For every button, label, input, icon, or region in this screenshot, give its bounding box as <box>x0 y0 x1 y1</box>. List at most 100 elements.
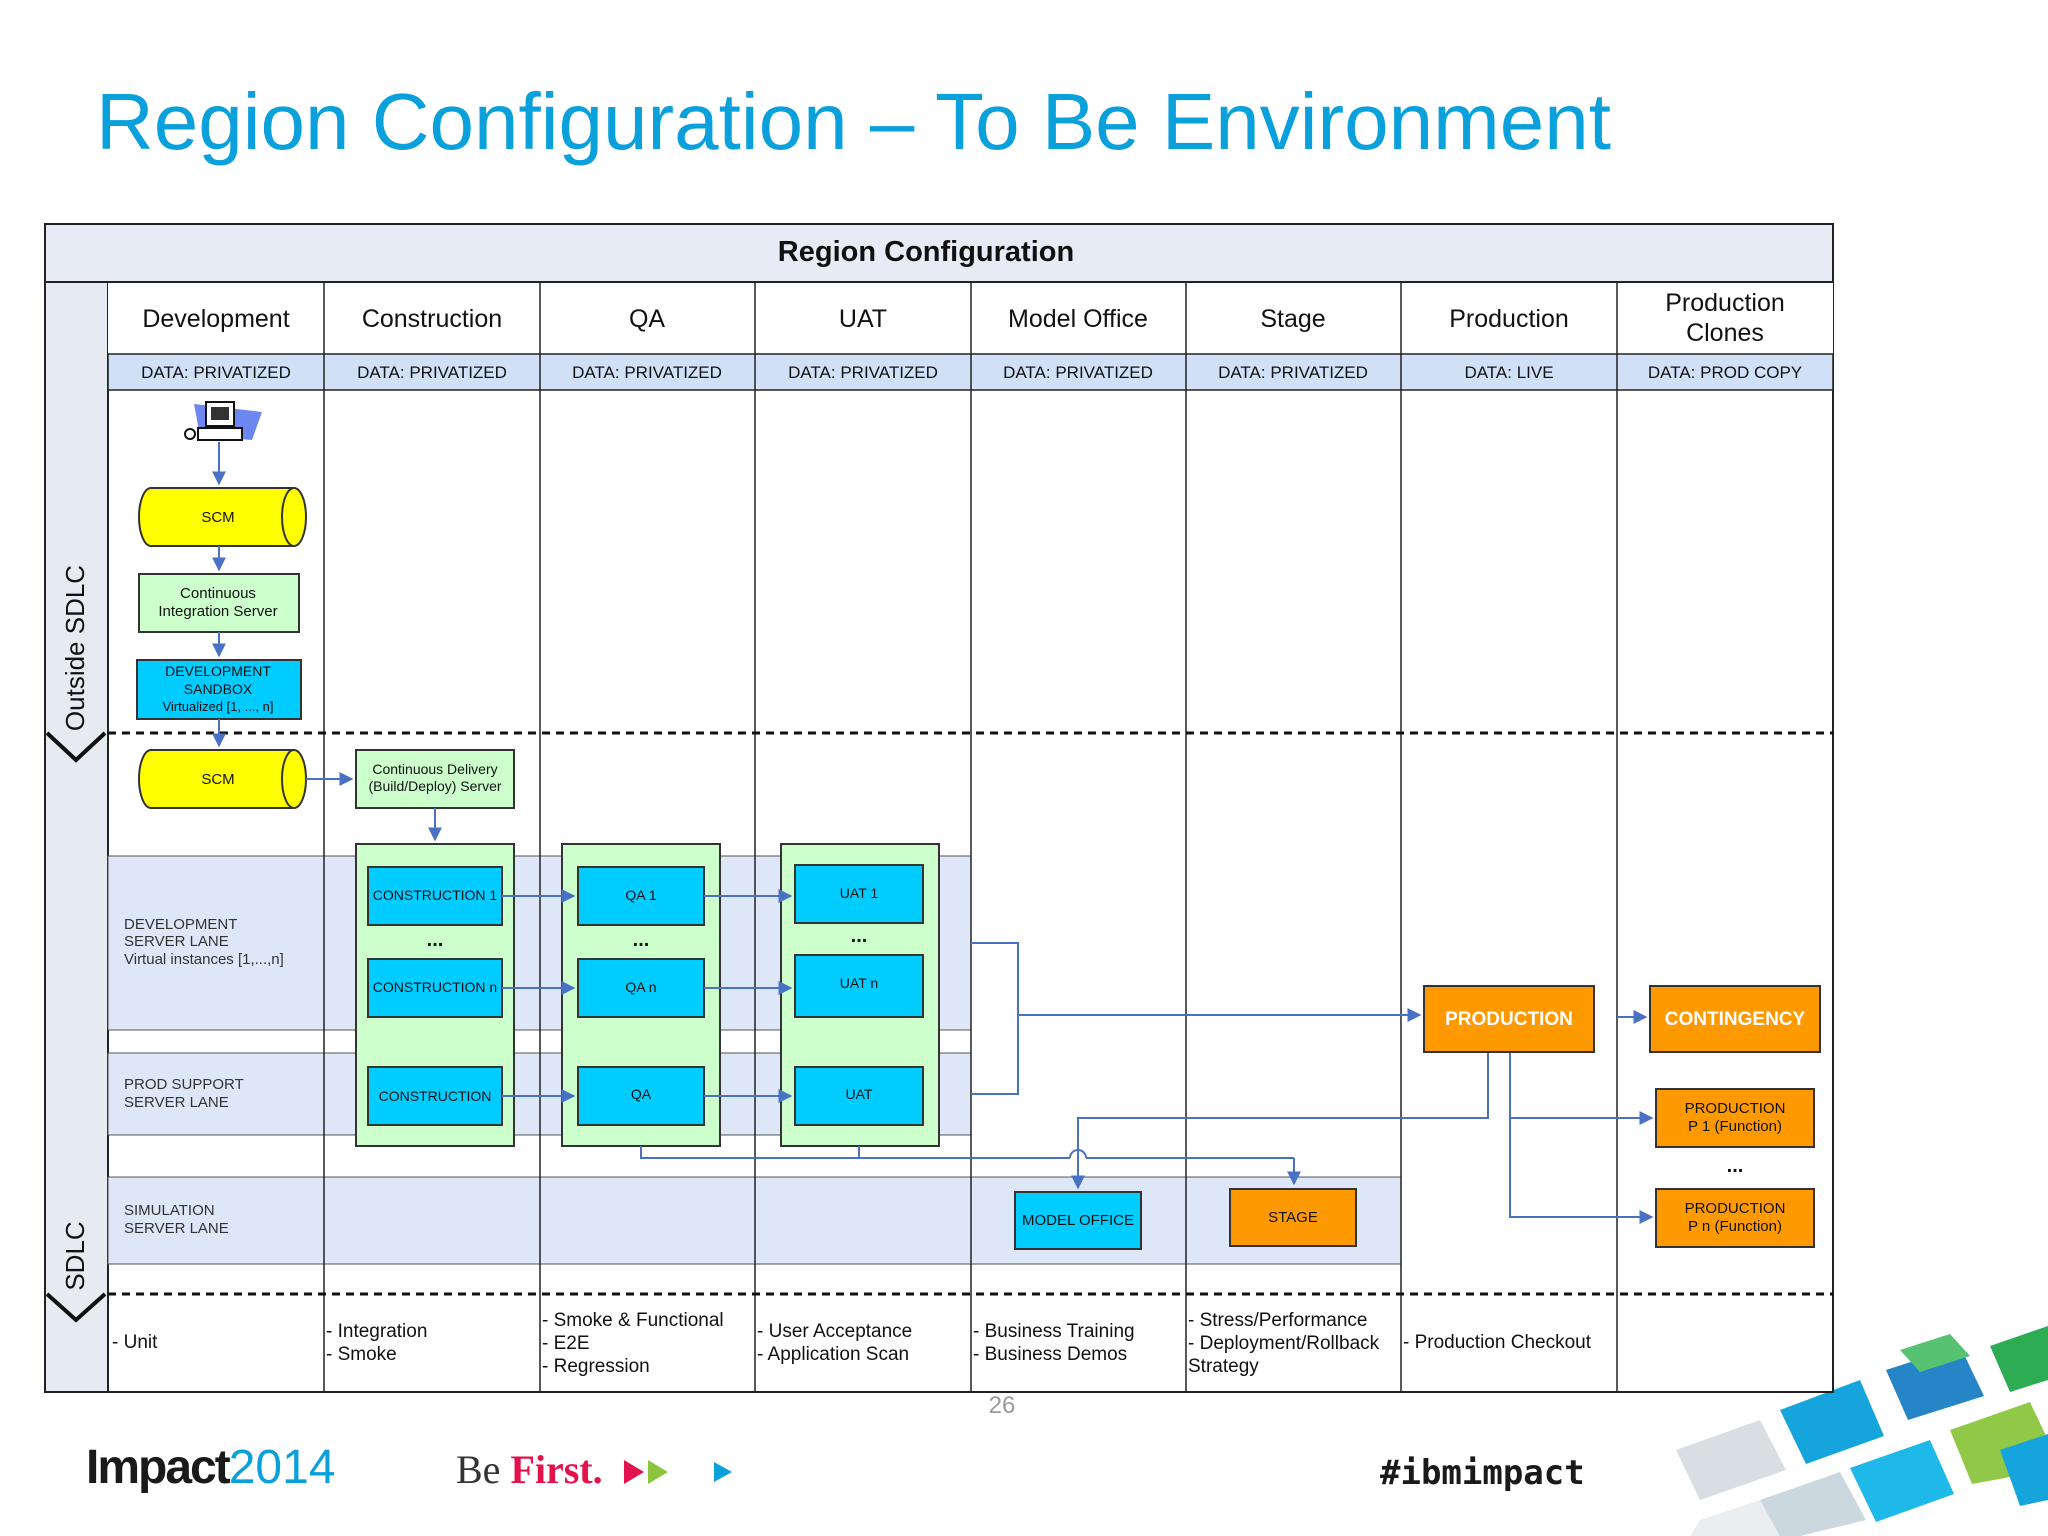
column-header-uat: UAT <box>839 305 887 333</box>
svg-text:QA n: QA n <box>625 979 656 995</box>
svg-text:PRODUCTION: PRODUCTION <box>1685 1100 1786 1117</box>
svg-text:SANDBOX: SANDBOX <box>184 681 253 697</box>
slide-title: Region Configuration – To Be Environment <box>96 77 1611 166</box>
environment-boxes: CONSTRUCTION 1 ... CONSTRUCTION n CONSTR… <box>367 864 924 1126</box>
impact-2014-logo: Impact2014 <box>86 1444 336 1492</box>
data-label-construction: DATA: PRIVATIZED <box>357 363 507 382</box>
column-header-construction: Construction <box>362 305 502 333</box>
data-label-development: DATA: PRIVATIZED <box>141 363 291 382</box>
column-header-model-office: Model Office <box>1008 305 1148 333</box>
svg-text:CONTINGENCY: CONTINGENCY <box>1665 1009 1806 1030</box>
env-flow-arrows <box>502 889 1654 1224</box>
column-header-stage: Stage <box>1260 305 1325 333</box>
svg-text:PRODUCTION: PRODUCTION <box>1685 1200 1786 1217</box>
contingency-box <box>1649 985 1821 1053</box>
lane-label-simulation-1: SIMULATION <box>124 1202 215 1219</box>
svg-text:Continuous Delivery: Continuous Delivery <box>372 761 497 777</box>
data-label-model-office: DATA: PRIVATIZED <box>1003 363 1153 382</box>
outside-sdlc-chevron <box>45 731 107 763</box>
svg-text:CONSTRUCTION: CONSTRUCTION <box>379 1088 492 1104</box>
lane-label-prod-support-2: SERVER LANE <box>124 1094 229 1111</box>
svg-text:UAT n: UAT n <box>840 975 878 991</box>
svg-text:P 1 (Function): P 1 (Function) <box>1688 1118 1782 1135</box>
sdlc-chevron <box>45 1292 107 1323</box>
qa-n-box <box>577 958 705 1018</box>
svg-text:STAGE: STAGE <box>1268 1209 1318 1226</box>
svg-text:...: ... <box>633 929 650 951</box>
simulation-boxes: MODEL OFFICE STAGE <box>1014 1188 1357 1250</box>
lane-label-development-2: SERVER LANE <box>124 933 229 950</box>
svg-text:Virtualized [1, ..., n]: Virtualized [1, ..., n] <box>162 699 273 714</box>
data-label-qa: DATA: PRIVATIZED <box>572 363 722 382</box>
forward-arrows-icon <box>624 1460 732 1484</box>
production-p1-box <box>1655 1088 1815 1148</box>
side-label-outside-sdlc: Outside SDLC <box>60 565 90 731</box>
column-header-production-clones-line-2: Clones <box>1686 319 1764 347</box>
continuous-delivery-server-box <box>355 749 515 809</box>
construction-n-box <box>367 958 503 1018</box>
svg-text:SCM: SCM <box>201 509 234 526</box>
tagline-first: First. <box>510 1447 603 1492</box>
svg-text:QA: QA <box>631 1086 652 1102</box>
column-header-development: Development <box>142 305 289 333</box>
qa-1-box <box>577 866 705 926</box>
svg-text:(Build/Deploy) Server: (Build/Deploy) Server <box>368 778 501 794</box>
data-labels: DATA: PRIVATIZED DATA: PRIVATIZED DATA: … <box>141 363 1802 382</box>
be-first-tagline: Be First. <box>456 1450 603 1490</box>
svg-text:CONSTRUCTION 1: CONSTRUCTION 1 <box>373 887 498 903</box>
tests-qa-3: - Regression <box>542 1356 650 1377</box>
svg-text:UAT 1: UAT 1 <box>840 885 879 901</box>
ci-server-box <box>138 573 300 633</box>
production-box <box>1423 985 1595 1053</box>
uat-1-box <box>794 864 924 924</box>
svg-text:P n (Function): P n (Function) <box>1688 1218 1782 1235</box>
tests-stage-1: - Stress/Performance <box>1188 1310 1368 1331</box>
column-headers: Development Construction QA UAT Model Of… <box>142 289 1784 347</box>
lane-label-simulation-2: SERVER LANE <box>124 1220 229 1237</box>
tests-development: - Unit <box>112 1332 158 1353</box>
svg-text:MODEL OFFICE: MODEL OFFICE <box>1022 1212 1134 1229</box>
tests-uat-2: - Application Scan <box>757 1344 909 1365</box>
svg-text:SCM: SCM <box>201 771 234 788</box>
tests-construction-2: - Smoke <box>326 1344 397 1365</box>
lane-label-development-1: DEVELOPMENT <box>124 916 237 933</box>
tests-production: - Production Checkout <box>1403 1332 1592 1353</box>
hashtag: #ibmimpact <box>1380 1453 1585 1493</box>
tests-qa-2: - E2E <box>542 1333 590 1354</box>
construction-box <box>367 1066 503 1126</box>
svg-text:DEVELOPMENT: DEVELOPMENT <box>165 663 271 679</box>
page-number: 26 <box>988 1392 1016 1419</box>
diagram-title: Region Configuration <box>778 236 1074 268</box>
model-office-box <box>1014 1191 1142 1250</box>
outside-sdlc-flow: SCM Continuous Integration Server DEVELO… <box>136 442 307 748</box>
svg-text:...: ... <box>427 929 444 951</box>
tagline-be: Be <box>456 1447 511 1492</box>
tests-model-office-1: - Business Training <box>973 1321 1135 1342</box>
svg-text:CONSTRUCTION n: CONSTRUCTION n <box>373 979 497 995</box>
developer-workstation-icon <box>184 401 262 441</box>
stage-box <box>1229 1188 1357 1247</box>
svg-text:UAT: UAT <box>846 1086 873 1102</box>
tests-stage-2: - Deployment/Rollback <box>1188 1333 1380 1354</box>
tests-stage-3: Strategy <box>1188 1356 1259 1377</box>
svg-text:Continuous: Continuous <box>180 585 256 602</box>
side-label-column <box>44 281 109 1393</box>
side-label-sdlc: SDLC <box>60 1221 90 1290</box>
lane-label-prod-support-1: PROD SUPPORT <box>124 1076 244 1093</box>
column-header-qa: QA <box>629 305 665 333</box>
uat-n-box <box>794 954 924 1018</box>
sdlc-scm-and-delivery: SCM Continuous Delivery (Build/Deploy) S… <box>138 749 515 842</box>
decorative-cubes <box>1676 1326 2048 1536</box>
tests-uat-1: - User Acceptance <box>757 1321 912 1342</box>
production-boxes: PRODUCTION CONTINGENCY PRODUCTION P 1 (F… <box>1423 985 1821 1248</box>
data-label-uat: DATA: PRIVATIZED <box>788 363 938 382</box>
data-label-production-clones: DATA: PROD COPY <box>1648 363 1802 382</box>
column-header-production: Production <box>1449 305 1569 333</box>
impact-logo-year: 2014 <box>228 1441 336 1494</box>
diagram-title-bar <box>44 223 1834 283</box>
svg-text:Integration Server: Integration Server <box>158 603 277 620</box>
lane-label-development-3: Virtual instances [1,...,n] <box>124 951 284 968</box>
lane-labels: DEVELOPMENT SERVER LANE Virtual instance… <box>124 916 284 1237</box>
test-types-row: - Unit - Integration - Smoke - Smoke & F… <box>112 1310 1592 1377</box>
